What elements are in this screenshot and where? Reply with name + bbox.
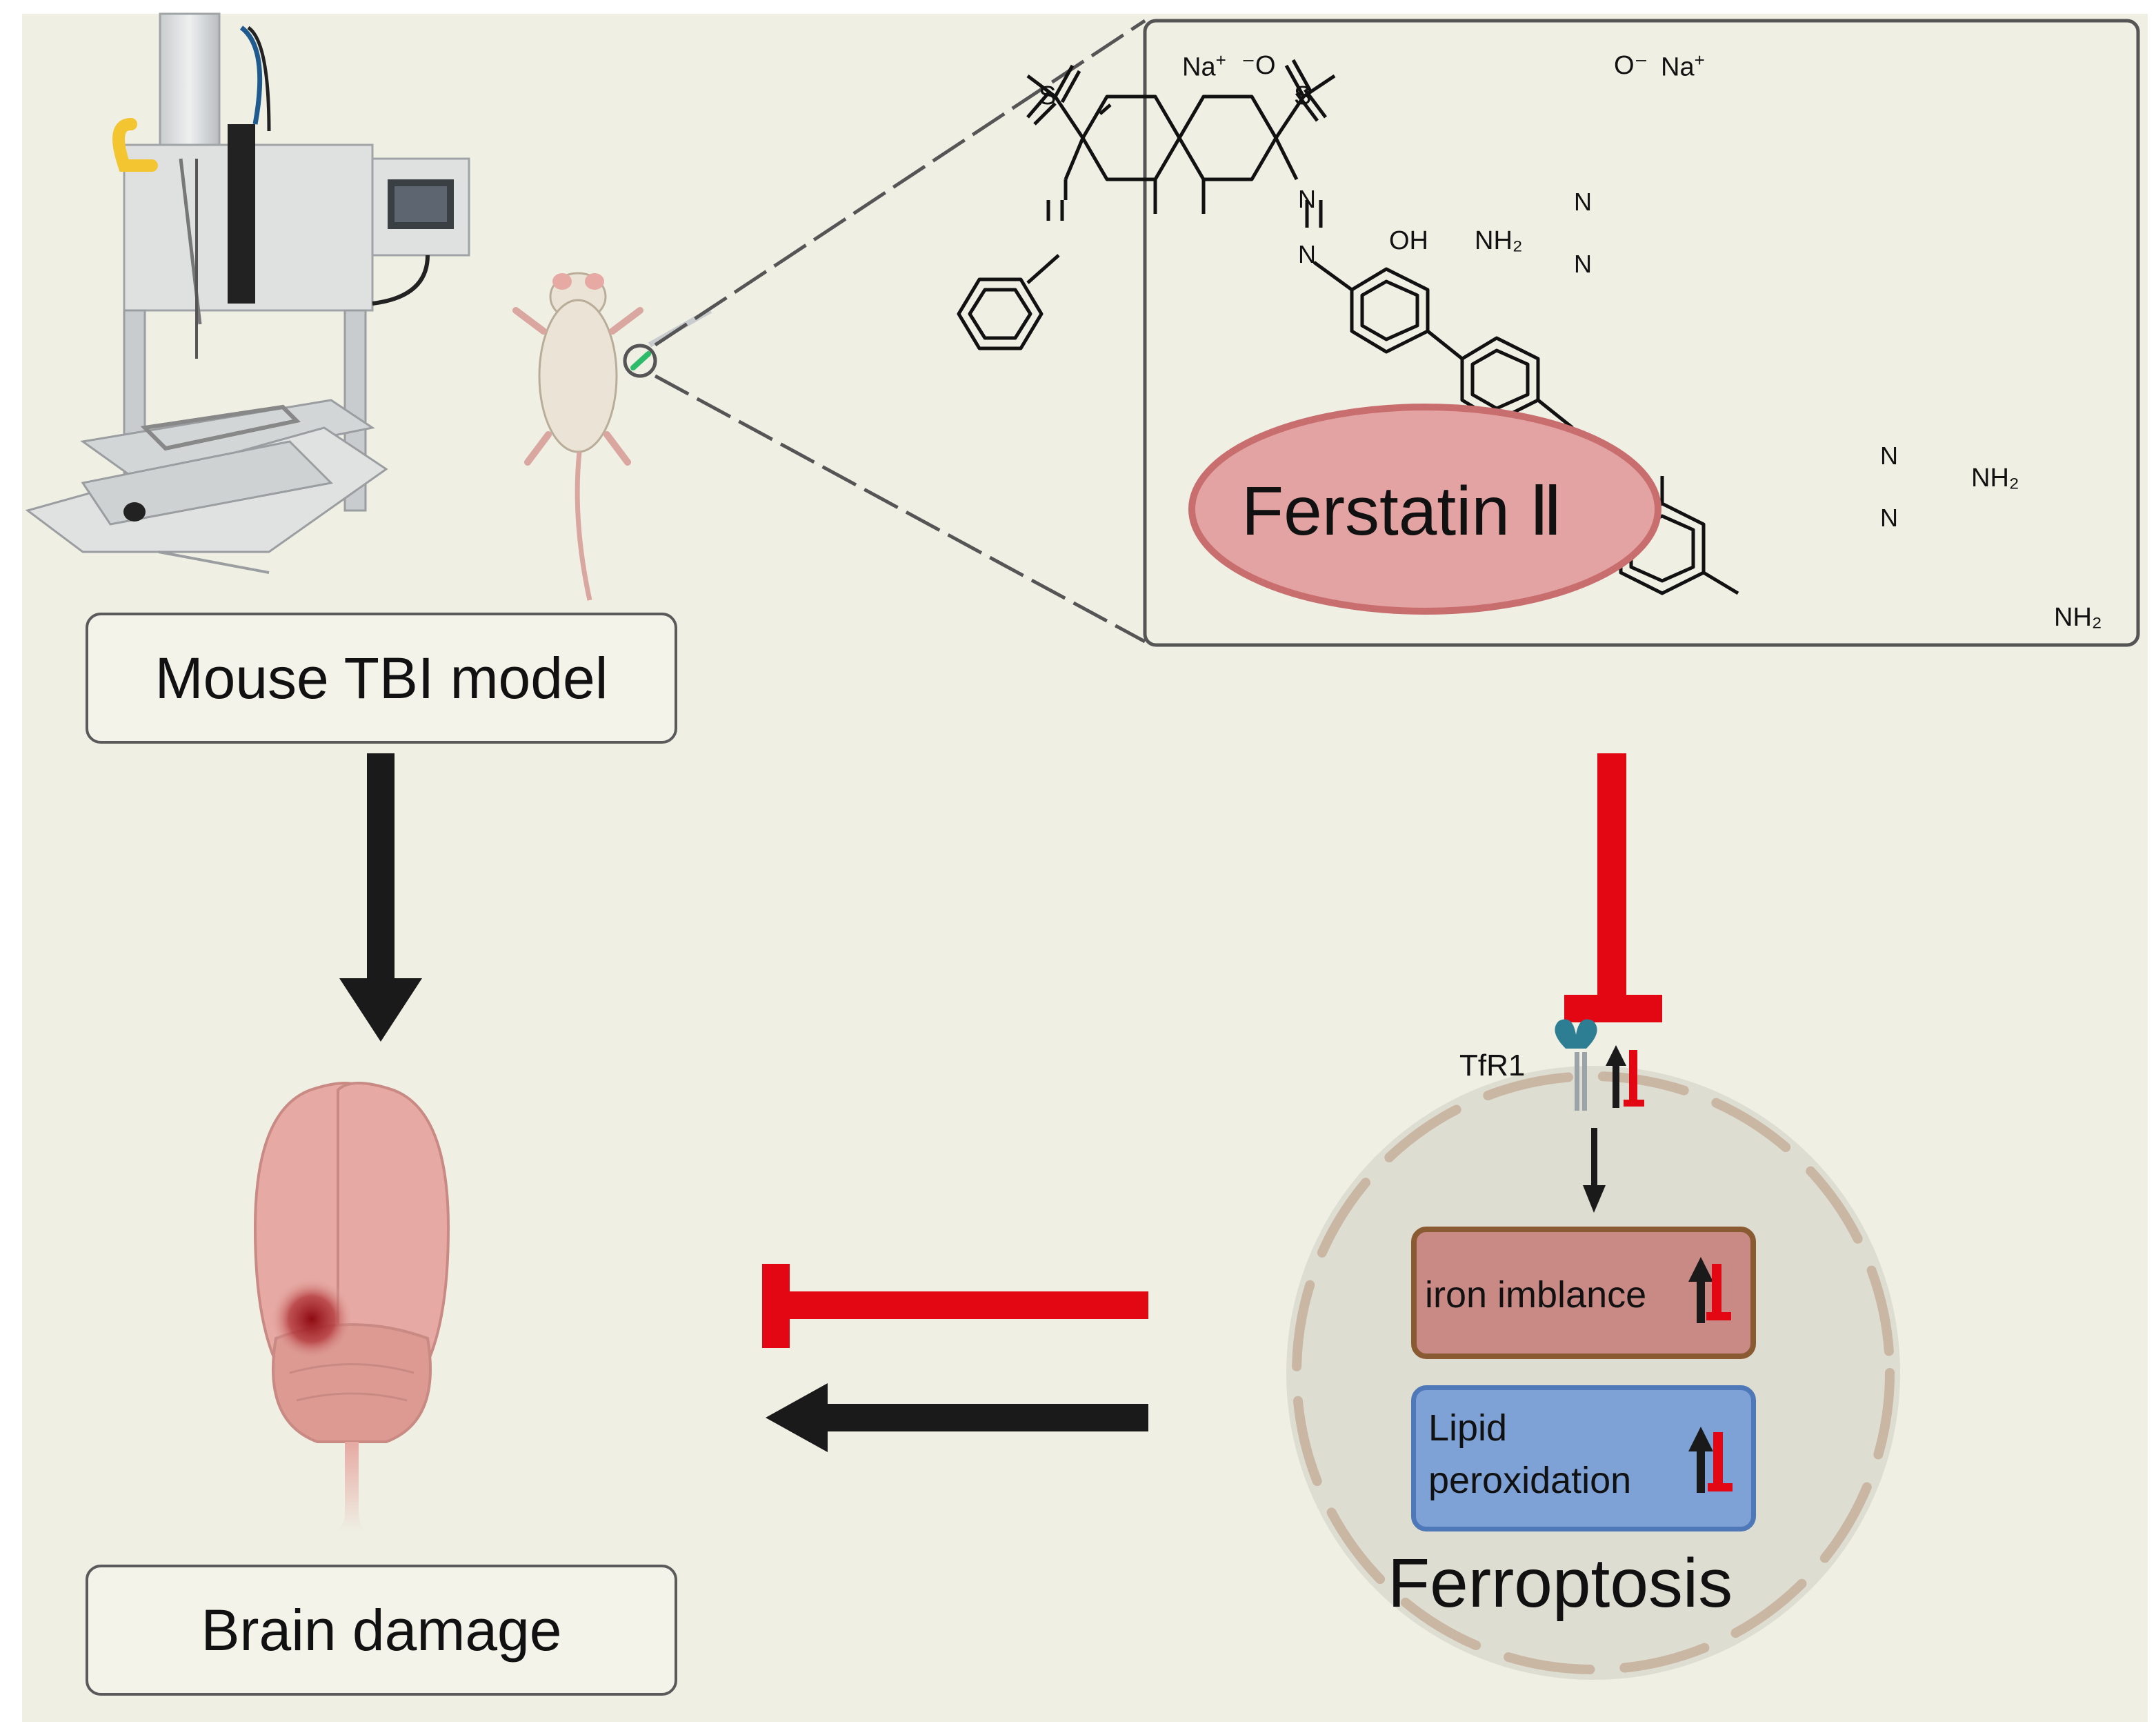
ferroptosis-label: Ferroptosis: [1388, 1545, 1733, 1622]
iron-imbalance-box: iron imblance: [1411, 1227, 1756, 1359]
zoom-line-top: [654, 19, 1146, 347]
ferstatin-ii-structure: [957, 59, 1739, 595]
plus-right: +: [1694, 50, 1705, 70]
arrow-model-to-brain: [339, 753, 422, 1042]
plus-left: +: [1215, 50, 1226, 70]
brain-damage-label-box: Brain damage: [86, 1565, 677, 1696]
s-left: S: [1039, 81, 1057, 110]
tfr1-up-arrow-icon: [1606, 1045, 1626, 1108]
tfr1-label: TfR1: [1459, 1049, 1526, 1082]
brain-damage-label: Brain damage: [201, 1597, 562, 1663]
lipid-peroxidation-box: Lipid peroxidation: [1411, 1385, 1756, 1531]
nh2-top-right-label: NH₂: [1971, 464, 2019, 493]
n-label-3: N: [1574, 188, 1592, 216]
inhibit-ferroptosis-to-brain: [762, 1264, 1148, 1348]
nh2-bottom-right-label: NH₂: [2054, 603, 2102, 632]
mouse-model-label-box: Mouse TBI model: [86, 613, 677, 744]
na-label-right: Na: [1661, 52, 1695, 82]
brain-icon: [253, 1082, 450, 1531]
s-right: S: [1294, 81, 1312, 110]
inhibit-drug-to-tfr1: [1564, 753, 1662, 1022]
impactor-device-icon: [25, 12, 470, 574]
o-minus-right: O⁻: [1614, 51, 1648, 80]
n-label-1: N: [1298, 185, 1316, 213]
na-label-left: Na: [1182, 52, 1216, 82]
nh2-center-label: NH₂: [1475, 226, 1523, 255]
n-label-5: N: [1880, 442, 1898, 470]
iron-imbalance-label: iron imblance: [1425, 1274, 1647, 1316]
tfr1-inhibit-icon: [1624, 1050, 1644, 1107]
lipid-label-line2: peroxidation: [1428, 1460, 1632, 1501]
arrow-ferroptosis-to-brain: [766, 1383, 1148, 1452]
oh-label: OH: [1389, 226, 1428, 255]
arrow-tfr1-to-iron: [1583, 1128, 1606, 1213]
lipid-label-line1: Lipid: [1428, 1407, 1508, 1449]
n-label-4: N: [1574, 250, 1592, 278]
n-label-6: N: [1880, 504, 1898, 532]
tfr1-receptor-icon: [1555, 1019, 1597, 1111]
o-minus-left: ⁻O: [1241, 51, 1276, 80]
zoom-line-bottom: [654, 374, 1146, 644]
drug-oval: [1188, 404, 1661, 615]
drug-name: Ferstatin Ⅱ: [1241, 473, 1564, 550]
mouse-model-label: Mouse TBI model: [154, 645, 608, 711]
n-label-2: N: [1298, 240, 1316, 268]
mouse-icon: [512, 272, 712, 601]
